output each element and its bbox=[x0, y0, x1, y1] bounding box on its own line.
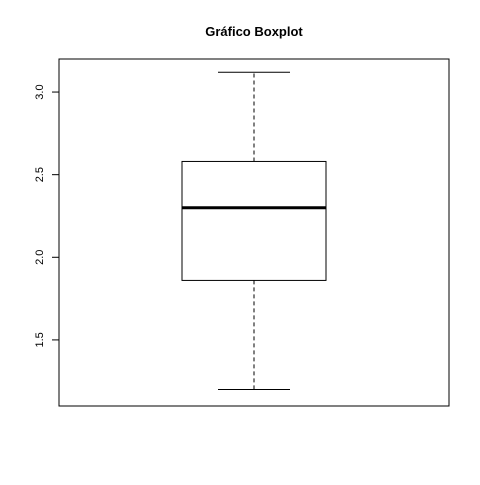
y-tick-label: 1.5 bbox=[34, 332, 46, 347]
y-tick-label: 2.0 bbox=[34, 250, 46, 265]
plot-frame bbox=[58, 58, 450, 407]
iqr-box bbox=[181, 160, 327, 281]
chart-title: Gráfico Boxplot bbox=[205, 24, 303, 39]
y-tick-label: 2.5 bbox=[34, 167, 46, 182]
y-tick-label: 3.0 bbox=[34, 84, 46, 99]
y-axis: 1.5 2.0 2.5 3.0 bbox=[34, 84, 59, 348]
box-marks bbox=[181, 71, 327, 390]
